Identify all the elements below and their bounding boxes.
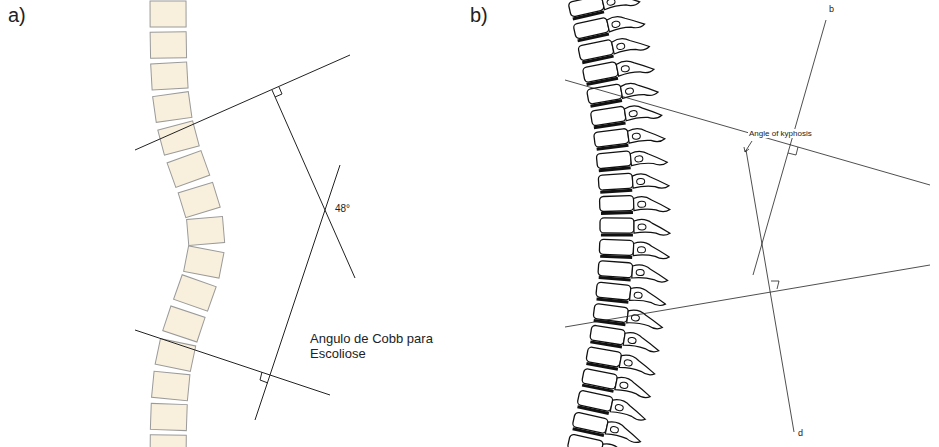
- scoliosis-spine: [150, 1, 225, 447]
- vertebra: [596, 147, 667, 171]
- vertebra: [568, 0, 640, 19]
- vertebra: [150, 1, 186, 27]
- vertebra: [184, 246, 224, 278]
- vertebra: [598, 261, 669, 283]
- caption-note: Angulo de Cobb para Escoliose: [310, 332, 460, 362]
- vertebra: [153, 92, 192, 123]
- vertebra: [600, 218, 670, 235]
- vertebra: [587, 77, 659, 106]
- vertebra: [567, 434, 639, 447]
- vertebra: [599, 239, 670, 259]
- vertebra: [178, 182, 220, 217]
- vertebra: [152, 371, 190, 400]
- panel-letter: a): [8, 4, 26, 27]
- kyphosis-spine: [567, 0, 670, 447]
- panel-letter: b): [470, 4, 488, 27]
- vertebra: [598, 171, 669, 192]
- vertebra: [150, 32, 186, 59]
- vertebra: [599, 194, 669, 213]
- vertebra: [573, 9, 645, 41]
- angle-label: Angle of kyphosis: [748, 129, 813, 138]
- vertebra: [150, 403, 187, 430]
- vertebra: [158, 121, 199, 155]
- vertebra: [151, 62, 188, 90]
- angle-value: 48°: [334, 203, 351, 215]
- vertebra: [163, 306, 205, 342]
- vertebra: [167, 151, 210, 188]
- vertebra: [578, 32, 650, 63]
- vertebra: [582, 55, 654, 85]
- vertebra: [594, 124, 666, 150]
- line-letter: b: [829, 4, 834, 14]
- vertebra: [150, 435, 186, 447]
- vertebra: [596, 282, 667, 306]
- cobb-lines: [135, 55, 355, 420]
- line-letter: d: [798, 428, 803, 438]
- vertebra: [174, 275, 217, 311]
- vertebra: [187, 217, 225, 246]
- kyphosis-lines: [565, 20, 930, 432]
